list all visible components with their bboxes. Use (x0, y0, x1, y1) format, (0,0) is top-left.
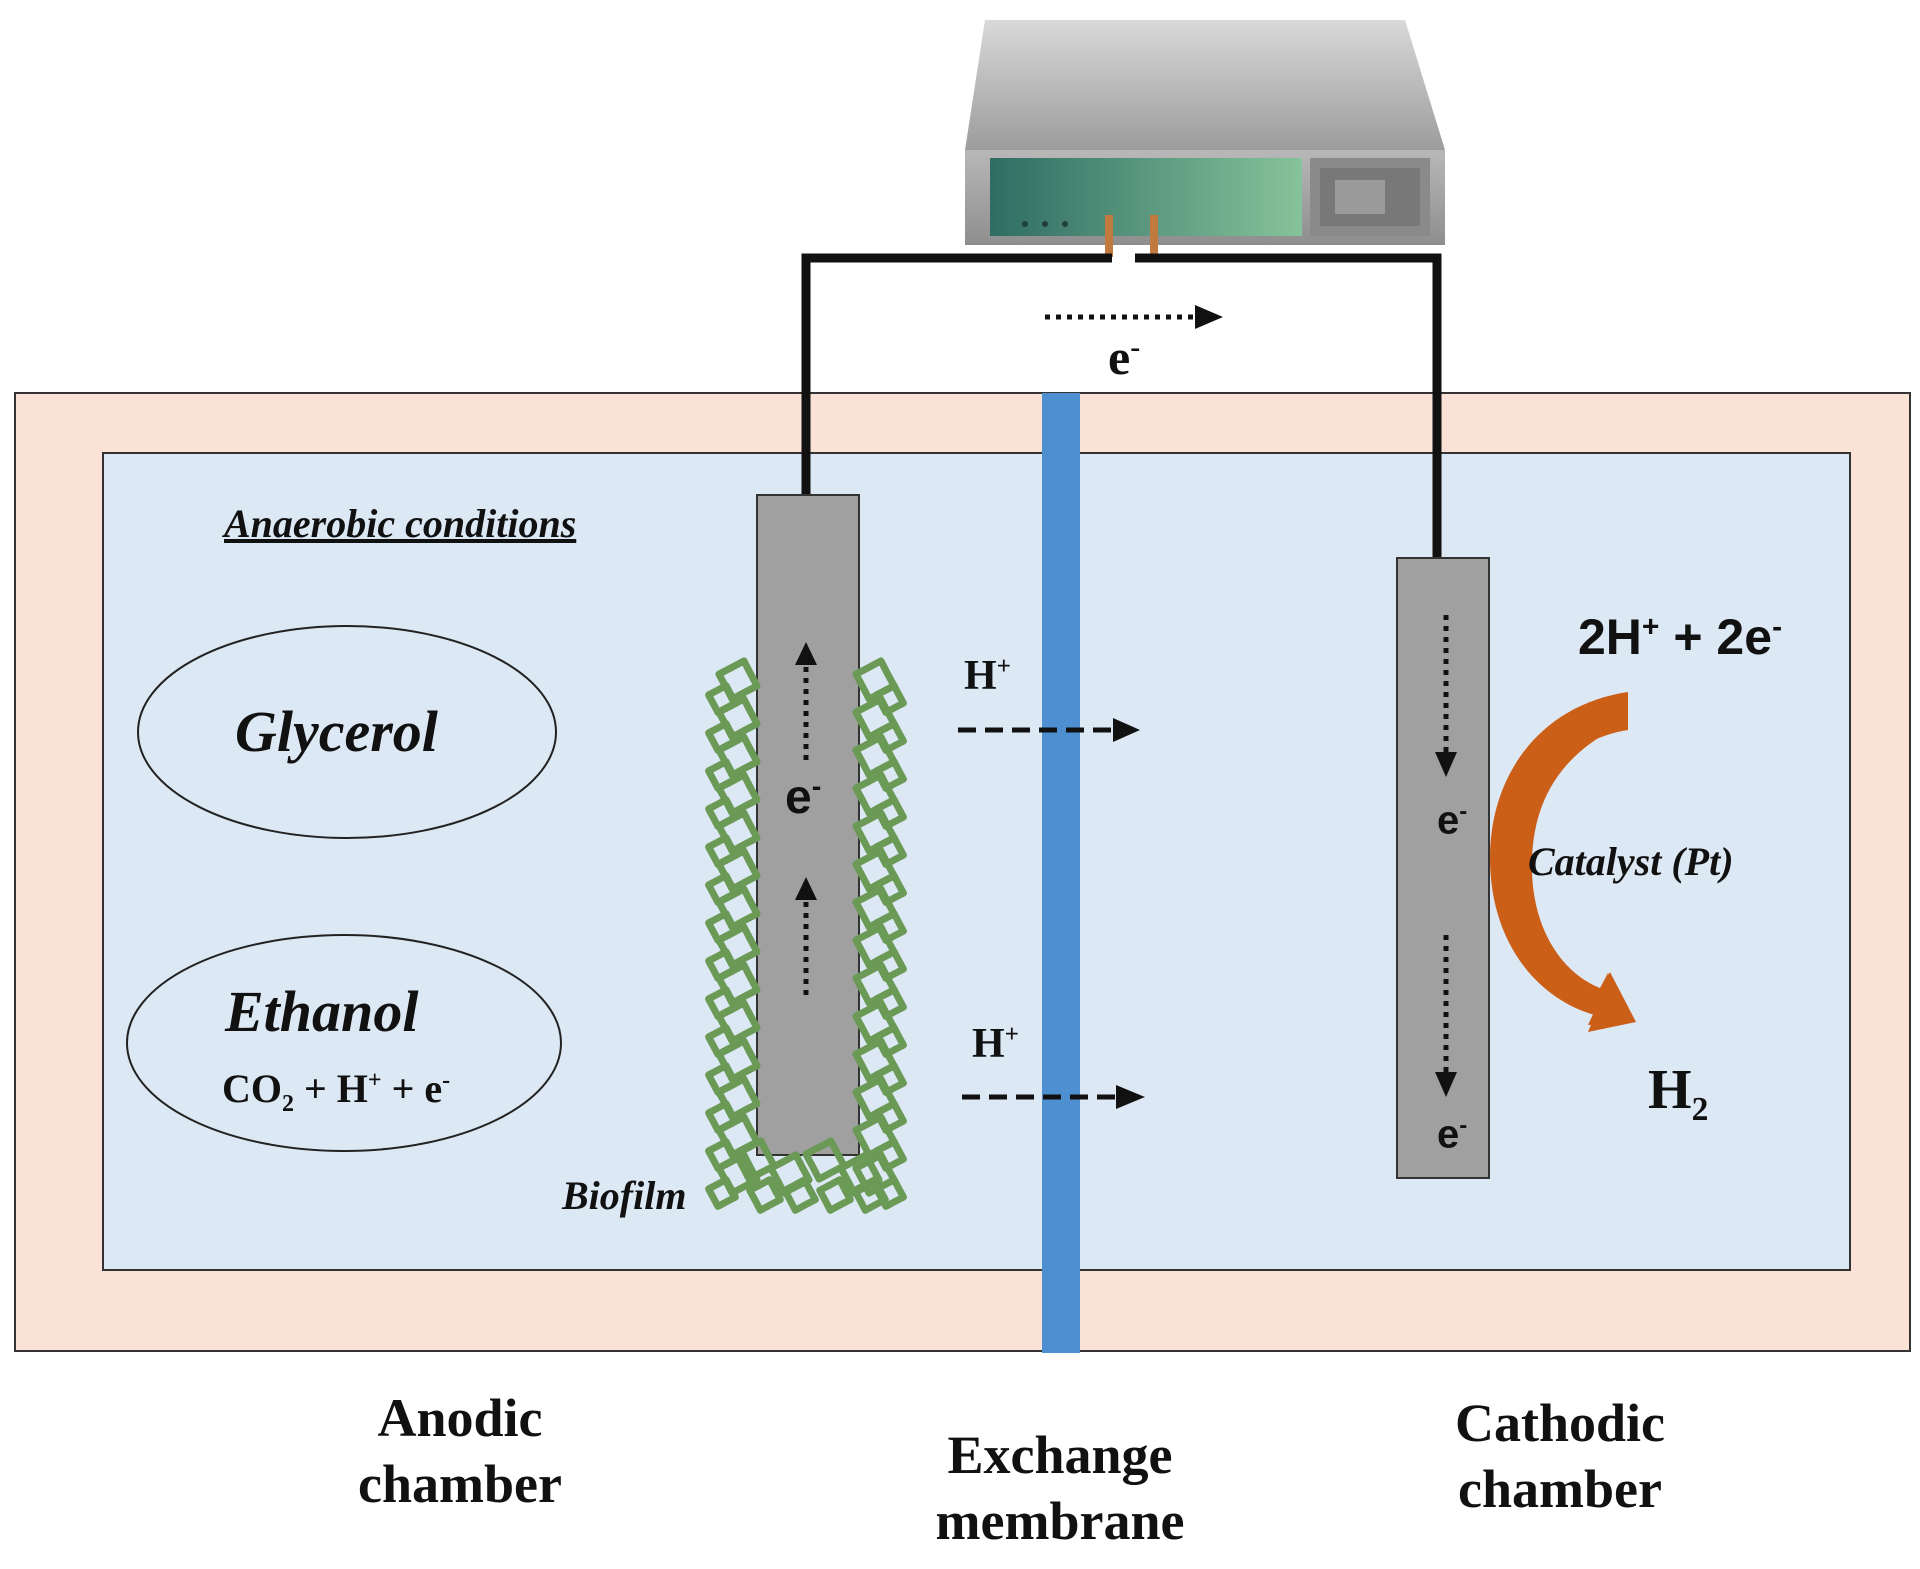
biofilm-cell (715, 771, 761, 817)
exchange-membrane-label: Exchange membrane (935, 1425, 1185, 1551)
biofilm-cell (715, 657, 761, 703)
biofilm-cell (873, 910, 907, 944)
ethanol-products-label: CO2 + H+ + e- (222, 1066, 451, 1117)
anaerobic-label: Anaerobic conditions (224, 501, 577, 546)
proton-label-top: H+ (964, 653, 1012, 699)
biofilm-cell (715, 695, 761, 741)
biofilm-cell (873, 1062, 907, 1096)
biofilm-cell (873, 986, 907, 1020)
biofilm-cell (715, 923, 761, 969)
anodic-chamber-label: Anodic chamber (358, 1388, 562, 1514)
biofilm-cell (715, 733, 761, 779)
glycerol-ellipse (137, 625, 557, 839)
reaction-label: 2H+ + 2e- (1578, 609, 1783, 665)
wire-electron-label: e- (1108, 329, 1141, 385)
biofilm-cell (873, 1138, 907, 1172)
biofilm-cell (715, 1037, 761, 1083)
biofilm-cell (873, 720, 907, 754)
h2-label: H2 (1648, 1059, 1709, 1129)
cathode-wire (1135, 253, 1442, 558)
biofilm-cell (715, 809, 761, 855)
biofilm-cell (715, 999, 761, 1045)
anode-electrode (756, 494, 860, 1156)
biofilm-cell (715, 847, 761, 893)
proton-label-bottom: H+ (972, 1021, 1020, 1067)
catalyst-label: Catalyst (Pt) (1528, 839, 1734, 884)
cathodic-chamber-label: Cathodic chamber (1454, 1393, 1665, 1519)
biofilm-cell (715, 885, 761, 931)
biofilm-cell (873, 1024, 907, 1058)
biofilm-cell (781, 1176, 819, 1214)
ethanol-ellipse (126, 934, 562, 1152)
biofilm-label: Biofilm (562, 1173, 687, 1218)
biofilm-cell (715, 961, 761, 1007)
chamber-solution (102, 452, 1851, 1271)
biofilm-cell (873, 758, 907, 792)
biofilm-cell (873, 796, 907, 830)
biofilm-cell (873, 682, 907, 716)
cathode-electron-label-1: e- (1437, 798, 1468, 843)
biofilm-cell (873, 872, 907, 906)
biofilm-cell (873, 1100, 907, 1134)
biofilm-cell (851, 1176, 889, 1214)
biofilm-cell (802, 1137, 848, 1183)
anode-wire (801, 253, 1112, 495)
biofilm-cell (816, 1176, 854, 1214)
biofilm-cell (746, 1176, 784, 1214)
biofilm-cell (732, 1137, 778, 1183)
biofilm-cell (715, 1075, 761, 1121)
biofilm-cell (705, 1176, 739, 1210)
biofilm-cell (873, 834, 907, 868)
exchange-membrane-bar (1042, 393, 1080, 1353)
cathode-electron-label-2: e- (1437, 1112, 1468, 1157)
glycerol-label: Glycerol (235, 699, 438, 764)
biofilm-cell (873, 948, 907, 982)
biofilm-cell (715, 1151, 761, 1197)
anode-electron-label: e- (785, 771, 822, 824)
biofilm-icon (705, 657, 907, 1214)
ethanol-label: Ethanol (225, 979, 419, 1044)
power-supply-icon (965, 20, 1445, 257)
